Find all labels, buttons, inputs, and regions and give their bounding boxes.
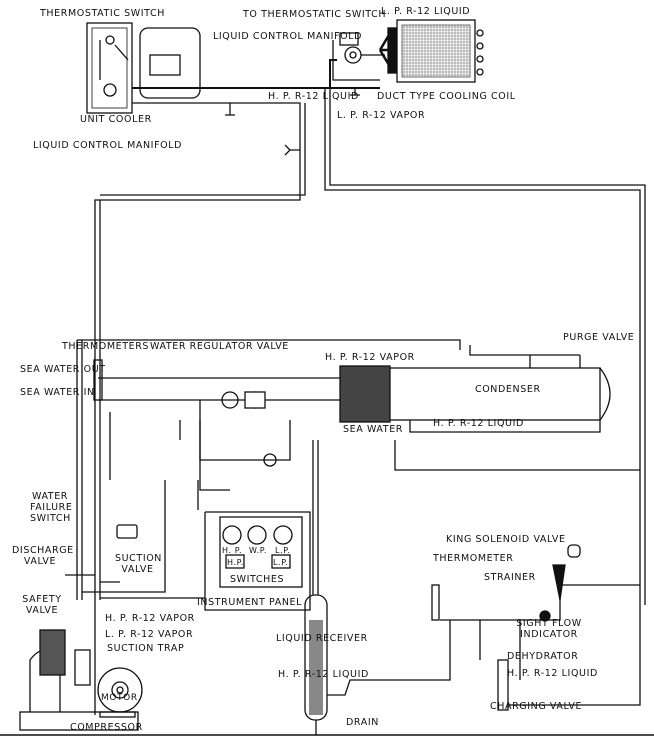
motor — [97, 667, 143, 718]
condenser — [339, 365, 611, 433]
label-hp-vapor-compressor: H. P. R-12 VAPOR — [105, 613, 195, 624]
label-suction-valve: SUCTION VALVE — [115, 553, 163, 575]
thermometer — [431, 584, 440, 621]
label-line: DISCHARGE — [12, 545, 74, 556]
label-dehydrator: DEHYDRATOR — [507, 651, 579, 662]
label-line: VALVE — [25, 605, 59, 616]
label-hp-liquid-dehydrator: H. P. R-12 LIQUID — [507, 668, 598, 679]
label-discharge-valve: DISCHARGE VALVE — [12, 545, 74, 567]
label-thermostatic-switch: THERMOSTATIC SWITCH — [40, 8, 165, 19]
label-charging-valve: CHARGING VALVE — [490, 701, 583, 712]
label-strainer: STRAINER — [484, 572, 536, 583]
duct-cooling-coil — [378, 19, 484, 83]
label-motor: MOTOR — [101, 693, 138, 703]
label-lp-vapor-compressor: L. P. R-12 VAPOR — [105, 629, 194, 640]
label-line: SAFETY — [22, 594, 62, 605]
king-solenoid-valve — [567, 544, 581, 558]
label-sea-water-in: SEA WATER IN — [20, 387, 95, 398]
label-instrument-panel: INSTRUMENT PANEL — [197, 597, 303, 608]
label-hp-liquid-condenser: H. P. R-12 LIQUID — [433, 418, 524, 429]
label-hp-vapor-condenser: H. P. R-12 VAPOR — [325, 352, 415, 363]
label-thermometers: THERMOMETERS — [62, 341, 150, 352]
label-condenser: CONDENSER — [475, 384, 541, 395]
label-duct-cooling-coil: DUCT TYPE COOLING COIL — [377, 91, 516, 102]
label-gauge-wp: W.P. — [249, 546, 268, 555]
label-liquid-control-manifold-right: LIQUID CONTROL MANIFOLD — [213, 31, 363, 42]
label-hp-liquid-receiver: H. P. R-12 LIQUID — [278, 669, 369, 680]
label-line: SWITCH — [30, 513, 71, 524]
label-safety-valve: SAFETY VALVE — [22, 594, 62, 616]
liquid-control-manifold-right — [332, 32, 385, 81]
dehydrator — [497, 659, 509, 711]
label-suction-trap: SUCTION TRAP — [107, 643, 185, 654]
label-switch-hp: H.P. — [227, 558, 244, 567]
unit-cooler — [86, 22, 201, 114]
label-sea-water-out: SEA WATER OUT — [20, 364, 106, 375]
liquid-receiver — [304, 440, 640, 735]
label-liquid-control-manifold-left: LIQUID CONTROL MANIFOLD — [33, 140, 183, 151]
label-thermometer: THERMOMETER — [433, 553, 514, 564]
label-line: WATER — [31, 491, 69, 502]
label-line: INDICATOR — [520, 629, 578, 640]
compressor — [19, 629, 139, 731]
label-line: SIGHT FLOW — [516, 618, 582, 629]
label-to-thermostatic-switch: TO THERMOSTATIC SWITCH — [243, 9, 387, 20]
label-line: SUCTION — [115, 553, 163, 564]
label-water-failure-switch: WATER FAILURE SWITCH — [30, 491, 73, 524]
label-liquid-receiver: LIQUID RECEIVER — [276, 633, 368, 644]
label-sight-flow-indicator: SIGHT FLOW INDICATOR — [514, 618, 584, 640]
label-switches: SWITCHES — [230, 574, 285, 585]
label-switch-lp: L.P. — [273, 558, 289, 567]
instrument-panel — [204, 511, 311, 611]
label-sea-water: SEA WATER — [343, 424, 403, 435]
label-purge-valve: PURGE VALVE — [563, 332, 635, 343]
label-king-solenoid-valve: KING SOLENOID VALVE — [446, 534, 566, 545]
label-hp-liquid-top: H. P. R-12 LIQUID — [268, 91, 359, 102]
label-drain: DRAIN — [346, 717, 379, 728]
strainer — [552, 564, 566, 601]
label-compressor: COMPRESSOR — [70, 722, 143, 733]
thermometers — [93, 359, 103, 401]
label-line: VALVE — [121, 564, 154, 575]
label-unit-cooler: UNIT COOLER — [80, 114, 152, 125]
water-failure-switch — [116, 524, 138, 539]
label-line: FAILURE — [30, 502, 73, 513]
label-lp-liquid-top: L. P. R-12 LIQUID — [381, 6, 471, 17]
label-water-regulator-valve: WATER REGULATOR VALVE — [150, 341, 289, 352]
label-line: VALVE — [23, 556, 57, 567]
sight-flow-indicator — [539, 610, 551, 622]
label-gauge-lp: L.P. — [275, 546, 291, 555]
label-lp-vapor-top: L. P. R-12 VAPOR — [337, 110, 426, 121]
label-gauge-hp: H. P. — [222, 546, 243, 555]
